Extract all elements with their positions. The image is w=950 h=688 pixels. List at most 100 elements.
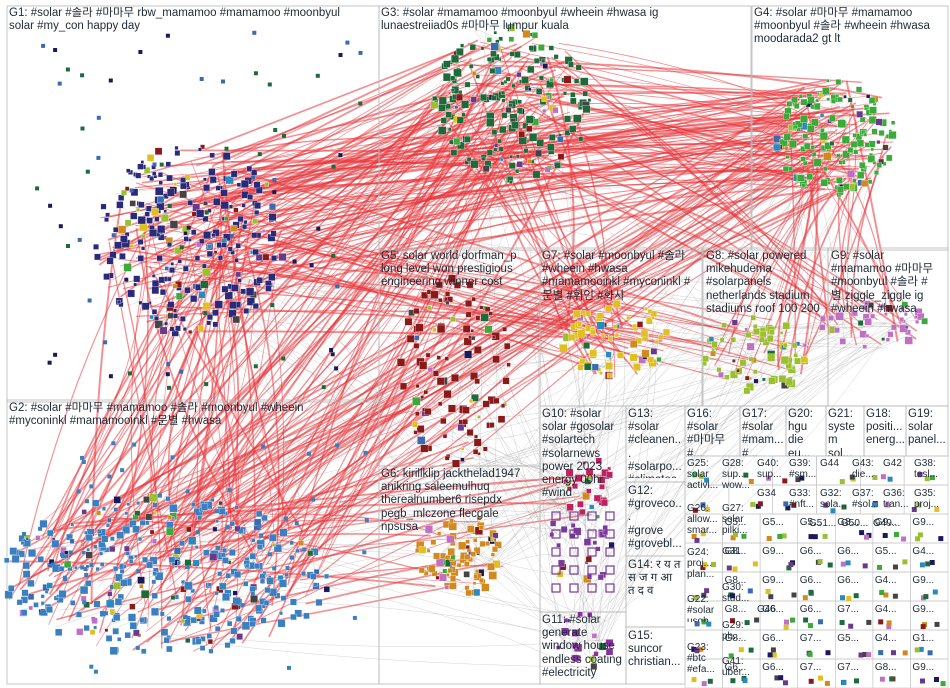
small-group-label: G6... — [837, 575, 859, 586]
graph-node — [726, 565, 732, 571]
graph-node — [200, 144, 205, 150]
graph-node — [768, 329, 775, 335]
graph-node — [866, 94, 871, 99]
graph-node — [35, 186, 40, 191]
graph-node — [479, 540, 486, 547]
graph-node — [137, 163, 144, 170]
edge — [500, 122, 799, 150]
graph-node — [241, 203, 246, 208]
graph-node — [918, 646, 924, 652]
graph-node — [197, 325, 204, 332]
graph-node — [160, 611, 165, 616]
graph-node — [84, 573, 89, 577]
edge — [453, 64, 862, 83]
graph-node — [212, 229, 220, 237]
graph-node — [108, 374, 113, 379]
graph-node — [151, 538, 157, 544]
graph-node — [742, 678, 748, 684]
graph-node — [881, 337, 885, 341]
graph-node — [180, 316, 186, 322]
graph-node — [194, 508, 199, 513]
small-group-label: G6... — [762, 604, 784, 615]
edge — [284, 454, 431, 526]
graph-node — [465, 539, 470, 544]
graph-node — [166, 276, 172, 282]
graph-node — [443, 390, 452, 399]
graph-node — [151, 279, 160, 288]
graph-node — [730, 535, 736, 541]
graph-node — [934, 506, 940, 512]
graph-node — [11, 555, 20, 563]
graph-node — [159, 289, 166, 296]
graph-node — [474, 378, 480, 385]
graph-node — [180, 182, 187, 190]
graph-node — [18, 550, 25, 558]
graph-node — [586, 488, 592, 494]
graph-node — [278, 253, 287, 261]
graph-node — [267, 82, 272, 87]
graph-node — [752, 561, 758, 567]
graph-node — [605, 583, 615, 593]
graph-node — [303, 612, 310, 620]
graph-node — [538, 44, 545, 51]
graph-node — [560, 526, 568, 533]
graph-node — [492, 335, 496, 339]
graph-node — [208, 168, 216, 176]
graph-node — [103, 340, 108, 345]
graph-node — [22, 570, 31, 578]
graph-node — [818, 619, 823, 625]
edge — [135, 224, 809, 348]
graph-node — [414, 335, 420, 341]
graph-node — [800, 98, 808, 106]
group-label-g5: G5: solar world dorfman_p long level won… — [381, 250, 517, 289]
graph-node — [412, 421, 418, 428]
graph-node — [577, 329, 586, 338]
graph-node — [264, 182, 269, 187]
graph-node — [502, 326, 507, 332]
graph-node — [222, 152, 231, 161]
graph-node — [470, 96, 477, 103]
edge — [563, 551, 611, 652]
graph-node — [430, 539, 437, 545]
graph-node — [827, 562, 833, 568]
small-group-label: G6... — [762, 633, 784, 644]
graph-node — [851, 310, 858, 317]
graph-node — [654, 340, 659, 345]
graph-node — [229, 301, 237, 309]
graph-node — [704, 588, 710, 594]
graph-node — [167, 301, 175, 308]
graph-node — [249, 620, 256, 627]
graph-node — [35, 535, 41, 541]
graph-node — [45, 606, 53, 613]
graph-node — [313, 569, 320, 575]
graph-node — [515, 154, 520, 159]
graph-node — [249, 552, 256, 560]
graph-node — [65, 67, 70, 72]
graph-node — [63, 560, 72, 569]
graph-node — [486, 57, 492, 62]
graph-node — [232, 597, 241, 606]
graph-node — [272, 543, 277, 547]
graph-node — [38, 526, 43, 531]
graph-node — [778, 375, 787, 383]
graph-node — [841, 504, 847, 510]
graph-node — [171, 329, 179, 337]
edge — [565, 304, 906, 649]
edge — [210, 147, 453, 649]
graph-node — [168, 556, 176, 563]
graph-node — [575, 64, 582, 71]
graph-node — [739, 359, 747, 367]
graph-node — [571, 654, 580, 662]
graph-node — [423, 571, 429, 576]
graph-node — [173, 313, 178, 319]
graph-node — [835, 94, 839, 98]
graph-node — [99, 551, 104, 556]
graph-node — [225, 176, 234, 185]
graph-node — [585, 556, 592, 563]
graph-node — [488, 311, 493, 316]
graph-node — [222, 547, 227, 553]
graph-node — [542, 63, 549, 69]
graph-node — [463, 337, 472, 346]
graph-node — [493, 30, 497, 35]
group-label-g12: G12: #groveco... #grove #grovebl... #grv — [628, 485, 682, 550]
